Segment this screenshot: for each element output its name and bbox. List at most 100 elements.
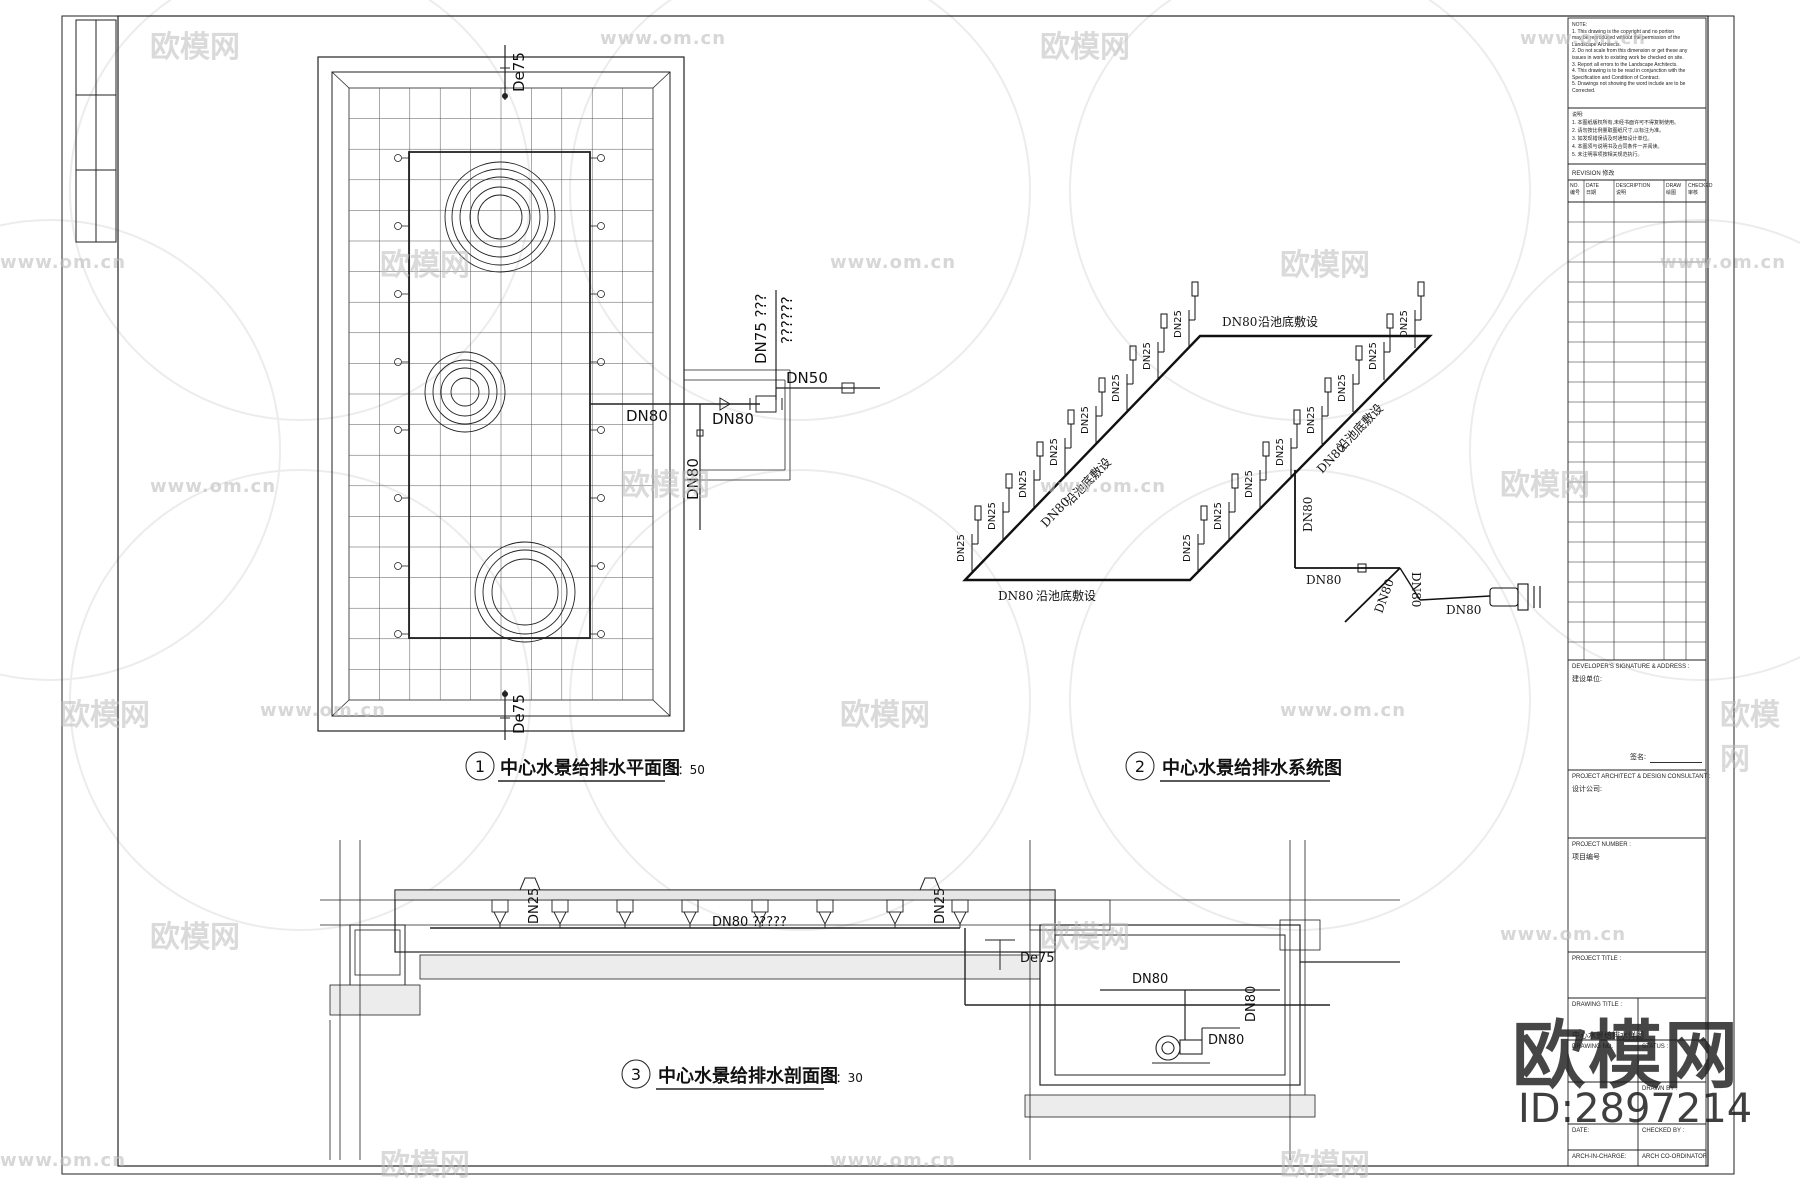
section-title-text: 中心水景给排水剖面图: [658, 1065, 838, 1087]
arch-in-charge-label: ARCH-IN-CHARGE:: [1572, 1154, 1627, 1160]
note-en-line: 5. Drawings not showing the word include…: [1572, 81, 1686, 88]
status-label: STATUS :: [1642, 1044, 1669, 1050]
label-dn80-a: DN80: [626, 407, 668, 425]
revision-grid: [1568, 180, 1706, 660]
sec-dn75: De75: [1020, 951, 1055, 966]
section-title-number: 3: [631, 1065, 641, 1084]
nozzle: [597, 358, 605, 366]
nozzle: [597, 154, 605, 162]
nozzle-body: [816, 899, 834, 913]
nozzle: [394, 290, 402, 298]
sign-line: [1650, 762, 1702, 763]
riser-label-dn25: DN25: [1306, 406, 1317, 434]
note-cn-line: 5. 未注明事项按相关规范执行。: [1572, 152, 1643, 158]
sys-dn80-h2: DN80: [1372, 577, 1397, 615]
riser-nozzle: [1324, 377, 1332, 393]
nozzle-body: [551, 899, 569, 913]
watermark-brand-large: 欧模网: [1512, 1013, 1740, 1099]
architect-cn: 设计公司:: [1572, 786, 1602, 793]
project-title-label: PROJECT TITLE :: [1572, 956, 1622, 962]
label-de75-top: De75: [510, 52, 528, 92]
label-dn75-note: DN75 ???: [752, 293, 770, 364]
label-dn50: DN50: [786, 369, 828, 387]
system-pump-icon: [1489, 583, 1541, 611]
system-title: 2 中心水景给排水系统图: [1125, 751, 1342, 782]
note-cn-lines: 1. 本图纸版权所有,未经书面许可不得复制使用。 2. 请勿按比例量取图纸尺寸,以…: [1572, 119, 1704, 159]
watermark-id: ID:2897214: [1518, 1086, 1753, 1132]
plan-title-scale: 1：50: [670, 763, 705, 777]
riser-label-dn25: DN25: [1111, 374, 1122, 402]
note-en-line: 3. Report all errors to the Landscape Ar…: [1572, 61, 1678, 68]
sys-dn80-drop: DN80: [1301, 497, 1315, 532]
riser-nozzle: [1417, 281, 1425, 297]
riser-nozzle: [1129, 345, 1137, 361]
note-cn-line: 4. 本图须与说明书及合同条件一并阅读。: [1572, 144, 1663, 150]
revision-header: CHECKED: [1688, 183, 1713, 189]
section-nozzles: [491, 899, 969, 928]
plan-pump-icon: [719, 395, 783, 413]
riser-label-dn25: DN25: [1399, 310, 1410, 338]
nozzle: [597, 562, 605, 570]
date-label: DATE:: [1572, 1128, 1590, 1134]
label-de75-bottom: De75: [510, 694, 528, 734]
section-title: 3 中心水景给排水剖面图 1：30: [621, 1059, 863, 1090]
note-cn-line: 1. 本图纸版权所有,未经书面许可不得复制使用。: [1572, 120, 1679, 126]
revision-header: DRAW: [1666, 183, 1682, 189]
architect-label: PROJECT ARCHITECT & DESIGN CONSULTANT :: [1572, 774, 1711, 780]
label-dn80-b: DN80: [712, 410, 754, 428]
dn25-risers: DN25DN25DN25DN25DN25DN25DN25DN25DN25DN25…: [956, 281, 1425, 572]
label-question-note: ??????: [778, 296, 796, 344]
sec-dn25-b: DN25: [933, 888, 948, 924]
sec-dn80-b: DN80: [1244, 986, 1259, 1022]
riser-nozzle: [974, 505, 982, 521]
note-en-line: Landscape Architects.: [1572, 41, 1621, 48]
drawing-title-cn: 中心水景给排水详图: [1572, 1031, 1644, 1040]
nozzle: [394, 562, 402, 570]
riser-nozzle: [1231, 473, 1239, 489]
sec-dn25-a: DN25: [527, 888, 542, 924]
note-en-lines: 1. This drawing is the copyright and no …: [1572, 29, 1704, 95]
plan-labels: De75 De75 DN75 ??? ?????? DN50 DN80 DN80…: [510, 52, 828, 734]
nozzle: [394, 494, 402, 502]
system-title-number: 2: [1135, 757, 1145, 776]
plan-view: [317, 45, 880, 740]
title-block-frame: [1567, 17, 1707, 1167]
section-pump-icon: [1152, 1027, 1240, 1064]
nozzle-body: [491, 899, 509, 913]
nozzle: [597, 630, 605, 638]
riser-label-dn25: DN25: [1337, 374, 1348, 402]
riser-nozzle: [1191, 281, 1199, 297]
revision-header-cn: 绘图: [1666, 190, 1677, 196]
nozzle-cone: [618, 911, 632, 926]
sys-dn80-h1: DN80: [1306, 573, 1341, 587]
riser-label-dn25: DN25: [1080, 406, 1091, 434]
revision-header-cn: 审核: [1688, 190, 1699, 196]
note-en-line: issues in work to existing work be check…: [1572, 54, 1684, 61]
fountain-ring-top: [444, 161, 556, 273]
nozzle: [394, 426, 402, 434]
riser-label-dn25: DN25: [1173, 310, 1184, 338]
riser-nozzle: [1293, 409, 1301, 425]
nozzle: [597, 290, 605, 298]
nozzle: [394, 154, 402, 162]
note-en-line: 1. This drawing is the copyright and no …: [1572, 28, 1675, 35]
note-cn-line: 2. 请勿按比例量取图纸尺寸,以标注为准。: [1572, 128, 1664, 134]
watermark-arcs: [0, 0, 1800, 931]
arch-coordinator-label: ARCH CO-ORDINATOR:: [1642, 1154, 1709, 1160]
nozzle-body: [951, 899, 969, 913]
sys-dn80-h3: DN80: [1409, 572, 1423, 607]
plan-title: 1 中心水景给排水平面图 1：50: [465, 751, 705, 782]
pool-tile-grid: [349, 88, 654, 700]
nozzle: [597, 426, 605, 434]
riser-label-dn25: DN25: [1142, 342, 1153, 370]
system-labels: DN80 沿池底敷设 DN80 沿池底敷设 DN80 沿池底敷设 DN80 沿池…: [998, 314, 1481, 617]
system-title-text: 中心水景给排水系统图: [1162, 757, 1342, 779]
project-number-label: PROJECT NUMBER :: [1572, 842, 1631, 848]
nozzle-body: [886, 899, 904, 913]
note-cn-head: 说明:: [1572, 112, 1584, 118]
nozzle: [394, 222, 402, 230]
sec-dn80-c: DN80: [1208, 1033, 1244, 1048]
note-en-block: NOTE: 1. This drawing is the copyright a…: [1572, 22, 1704, 95]
